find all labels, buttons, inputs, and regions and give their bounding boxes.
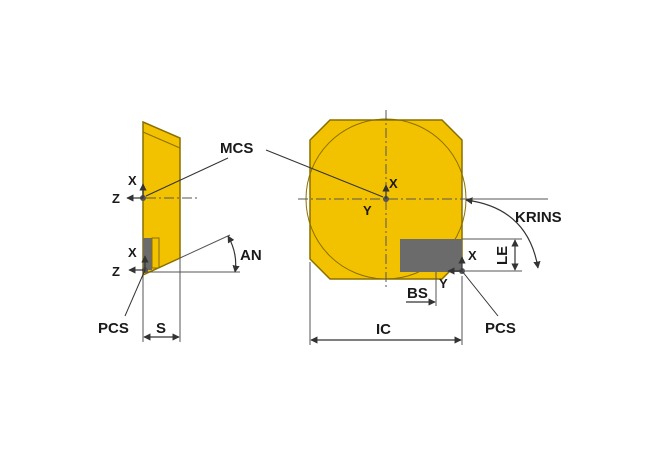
side-chamfer-line (142, 131, 181, 149)
an-label: AN (240, 247, 262, 264)
an-angle-arc (227, 235, 240, 273)
top-corner-x-label: X (468, 248, 477, 263)
top-center-x-label: X (389, 176, 398, 191)
side-bottom-x-label: X (128, 245, 137, 260)
le-label: LE (494, 246, 511, 265)
krins-label: KRINS (515, 209, 562, 226)
top-view: X Y MCS X Y PCS LE KRINS BS IC (145, 110, 562, 345)
mcs-label: MCS (220, 140, 253, 157)
s-label: S (156, 320, 166, 337)
top-center-y-label: Y (363, 203, 372, 218)
bs-label: BS (407, 285, 428, 302)
top-seat-block (400, 239, 462, 272)
side-seat-block (143, 238, 152, 270)
ic-label: IC (376, 321, 391, 338)
pcs-right-label: PCS (485, 320, 516, 337)
an-flank-extension (179, 234, 231, 259)
mcs-leader-top (265, 149, 384, 198)
krins-angle-arc (465, 197, 541, 269)
mcs-leader-side (145, 157, 229, 197)
pcs-left-label: PCS (98, 320, 129, 337)
side-top-x-label: X (128, 173, 137, 188)
side-top-z-label: Z (112, 191, 120, 206)
pcs-left-leader (124, 269, 146, 317)
side-seat-outline (151, 237, 160, 269)
side-view: X Z X Z AN S PCS (98, 120, 262, 342)
pcs-right-leader (461, 270, 499, 317)
top-corner-y-label: Y (439, 276, 448, 291)
side-bottom-z-label: Z (112, 264, 120, 279)
